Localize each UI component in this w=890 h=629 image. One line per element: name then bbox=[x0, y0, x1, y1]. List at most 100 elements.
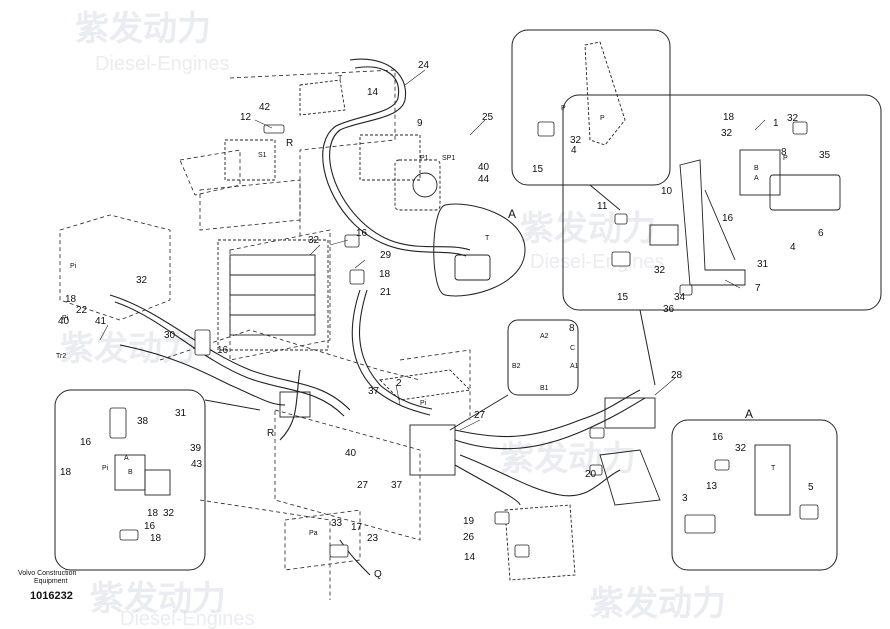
callout-32: 32 bbox=[136, 275, 148, 286]
callout-5: 5 bbox=[808, 482, 814, 493]
port-label: Q bbox=[374, 569, 382, 580]
callout-8: 8 bbox=[569, 323, 575, 334]
callout-16: 16 bbox=[144, 521, 156, 532]
callout-18: 18 bbox=[723, 112, 735, 123]
callout-27: 27 bbox=[474, 410, 486, 421]
callout-32: 32 bbox=[308, 235, 320, 246]
callout-38: 38 bbox=[137, 416, 149, 427]
watermark-sub: Diesel-Engines bbox=[120, 608, 255, 629]
callout-26: 26 bbox=[463, 532, 475, 543]
port-label: C bbox=[570, 345, 575, 352]
callout-32: 32 bbox=[721, 128, 733, 139]
watermark-brand: 紫发动力 bbox=[90, 579, 226, 619]
callout-12: 12 bbox=[240, 112, 252, 123]
callout-30: 30 bbox=[164, 330, 176, 341]
callout-32: 32 bbox=[570, 135, 582, 146]
callout-42: 42 bbox=[259, 102, 271, 113]
callout-10: 10 bbox=[661, 186, 673, 197]
callout-4: 4 bbox=[790, 242, 796, 253]
callout-18: 18 bbox=[65, 294, 77, 305]
callout-44: 44 bbox=[478, 174, 490, 185]
port-label: A bbox=[124, 455, 129, 462]
publisher-caption: Volvo Construction Equipment bbox=[18, 570, 76, 586]
callout-40: 40 bbox=[345, 448, 357, 459]
callout-13: 13 bbox=[706, 481, 718, 492]
port-label: P bbox=[600, 115, 605, 122]
callout-16: 16 bbox=[356, 228, 368, 239]
callout-25: 25 bbox=[482, 112, 494, 123]
callout-21: 21 bbox=[380, 287, 392, 298]
callout-16: 16 bbox=[712, 432, 724, 443]
port-label: A bbox=[754, 175, 759, 182]
callout-4: 4 bbox=[571, 145, 577, 156]
port-labels: Pi Pi Pi R R S1 P1 SP1 T Tr2 A B P T A2 … bbox=[56, 75, 788, 580]
callout-15: 15 bbox=[617, 292, 629, 303]
callout-18: 18 bbox=[147, 508, 159, 519]
callout-37: 37 bbox=[368, 386, 380, 397]
port-label: B bbox=[754, 165, 759, 172]
callout-8: 8 bbox=[781, 147, 787, 158]
callout-32: 32 bbox=[654, 265, 666, 276]
callout-20: 20 bbox=[585, 469, 597, 480]
callout-37: 37 bbox=[391, 480, 403, 491]
callout-31: 31 bbox=[757, 259, 769, 270]
fittings bbox=[109, 121, 819, 558]
callout-29: 29 bbox=[380, 250, 392, 261]
callout-28: 28 bbox=[671, 370, 683, 381]
port-label: Tr2 bbox=[56, 353, 66, 360]
callout-32: 32 bbox=[735, 443, 747, 454]
control-valve-block bbox=[217, 139, 329, 351]
port-label: T bbox=[771, 465, 776, 472]
callout-43: 43 bbox=[191, 459, 203, 470]
callout-17: 17 bbox=[351, 522, 363, 533]
callout-3: 3 bbox=[682, 493, 688, 504]
port-label: P bbox=[561, 105, 566, 112]
watermark-brand: 紫发动力 bbox=[75, 9, 211, 49]
watermark-brand: 紫发动力 bbox=[500, 439, 636, 479]
detail-view-letter: A bbox=[745, 407, 753, 421]
callout-18: 18 bbox=[150, 533, 162, 544]
watermark-brand: 紫发动力 bbox=[60, 329, 196, 369]
pump-assembly bbox=[299, 79, 441, 211]
callout-34: 34 bbox=[674, 292, 686, 303]
drawing-number: 1016232 bbox=[30, 590, 73, 602]
callout-15: 15 bbox=[532, 164, 544, 175]
watermark-brand: 紫发动力 bbox=[590, 584, 726, 624]
callout-39: 39 bbox=[190, 443, 202, 454]
port-label: Pa bbox=[309, 530, 318, 537]
callout-27: 27 bbox=[357, 480, 369, 491]
callout-31: 31 bbox=[175, 408, 187, 419]
port-label: A1 bbox=[570, 363, 579, 370]
callout-1: 1 bbox=[773, 118, 779, 129]
port-label: P bbox=[783, 155, 788, 162]
port-label: R bbox=[286, 138, 293, 149]
port-label: T bbox=[338, 75, 343, 82]
company-line-2: Equipment bbox=[34, 578, 68, 585]
port-label: B1 bbox=[540, 385, 549, 392]
watermark-brand: 紫发动力 bbox=[520, 209, 656, 249]
callout-9: 9 bbox=[417, 118, 423, 129]
callout-41: 41 bbox=[95, 316, 107, 327]
callout-14: 14 bbox=[367, 87, 379, 98]
callout-18: 18 bbox=[60, 467, 72, 478]
callout-11: 11 bbox=[597, 201, 608, 212]
port-label: P1 bbox=[420, 155, 429, 162]
watermark-sub: Diesel-Engines bbox=[95, 53, 230, 75]
callout-24: 24 bbox=[418, 60, 430, 71]
callout-16: 16 bbox=[722, 213, 734, 224]
leader-lines bbox=[99, 69, 766, 431]
detail-view-letter: A bbox=[508, 207, 516, 221]
callout-16: 16 bbox=[217, 345, 229, 356]
port-label: T bbox=[485, 235, 490, 242]
callout-6: 6 bbox=[818, 228, 824, 239]
callout-40: 40 bbox=[478, 162, 490, 173]
port-label: Pi bbox=[420, 400, 427, 407]
callout-32: 32 bbox=[787, 113, 799, 124]
hose-lines bbox=[109, 58, 646, 576]
callout-35: 35 bbox=[819, 150, 831, 161]
callout-23: 23 bbox=[367, 533, 379, 544]
port-label: S1 bbox=[258, 152, 267, 159]
callout-22: 22 bbox=[76, 305, 88, 316]
callout-14: 14 bbox=[464, 552, 476, 563]
